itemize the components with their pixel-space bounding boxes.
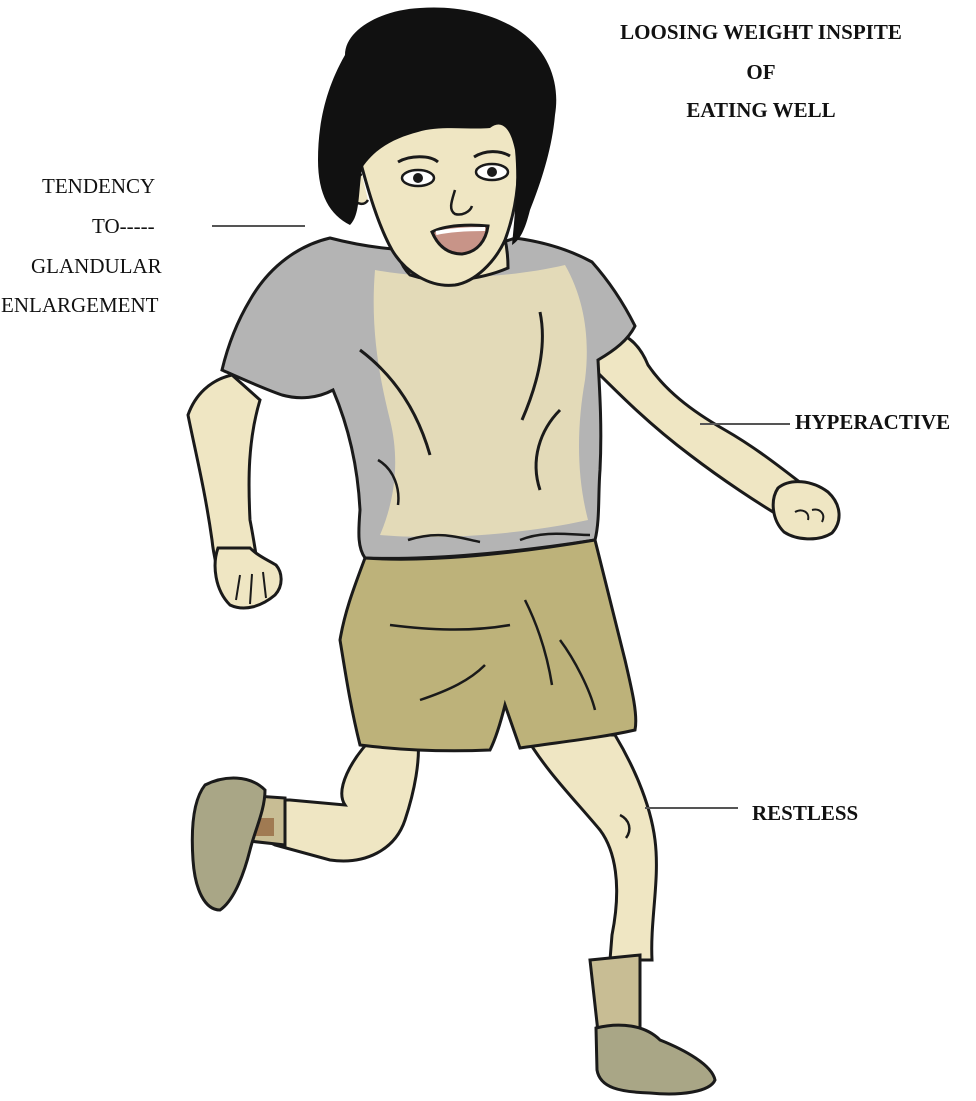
tendency-label-line-3: GLANDULAR — [31, 256, 162, 277]
heading-line-2: OF — [596, 62, 926, 83]
tendency-label-line-1: TENDENCY — [42, 176, 155, 197]
right-fist — [773, 482, 839, 539]
tendency-label-line-4: ENLARGEMENT — [1, 295, 158, 316]
hyperactive-label: HYPERACTIVE — [795, 412, 950, 433]
front-leg — [525, 735, 656, 960]
heading-line-1: LOOSING WEIGHT INSPITE — [596, 22, 926, 43]
left-hand — [215, 548, 281, 608]
back-shoe — [192, 778, 265, 910]
front-sock — [590, 955, 640, 1032]
heading-line-3: EATING WELL — [596, 100, 926, 121]
front-shoe — [596, 1025, 715, 1094]
restless-label: RESTLESS — [752, 803, 858, 824]
tendency-label-line-2: TO----- — [92, 216, 155, 237]
shorts — [340, 540, 636, 751]
